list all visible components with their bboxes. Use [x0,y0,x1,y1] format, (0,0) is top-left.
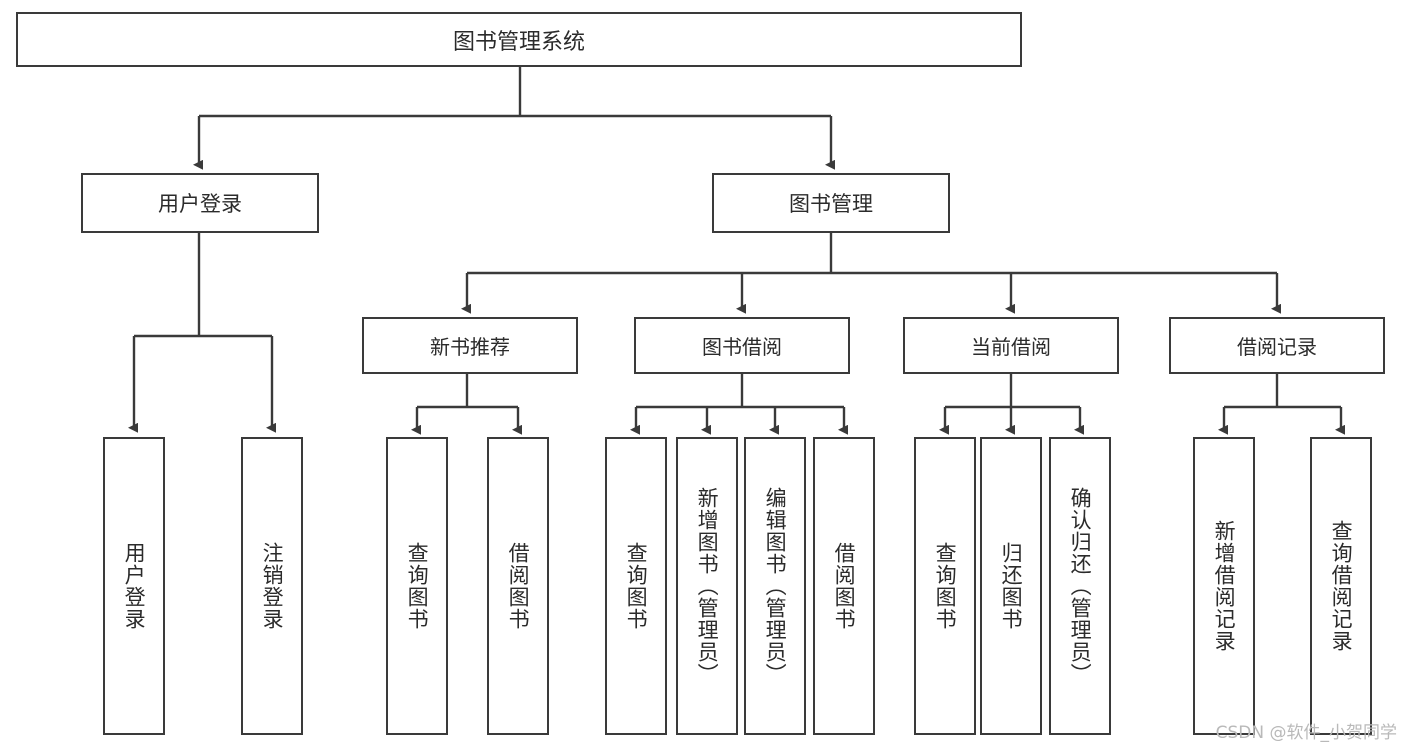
node-borrow-record[interactable]: 借阅记录 [1169,317,1385,374]
leaf-borrow-add-book-admin[interactable]: 新增图书（管理员） [676,437,738,735]
leaf-recommend-borrow-book[interactable]: 借阅图书 [487,437,549,735]
leaf-current-return-book[interactable]: 归还图书 [980,437,1042,735]
leaf-borrow-query-book[interactable]: 查询图书 [605,437,667,735]
leaf-borrow-borrow-book[interactable]: 借阅图书 [813,437,875,735]
leaf-record-add-record[interactable]: 新增借阅记录 [1193,437,1255,735]
leaf-label: 新增借阅记录 [1212,520,1237,652]
leaf-label: 新增图书（管理员） [695,487,720,685]
leaf-label: 查询图书 [624,542,649,630]
leaf-user-login-login[interactable]: 用户登录 [103,437,165,735]
node-root[interactable]: 图书管理系统 [16,12,1022,67]
leaf-user-login-logout[interactable]: 注销登录 [241,437,303,735]
leaf-label: 查询借阅记录 [1329,520,1354,652]
leaf-current-query-book[interactable]: 查询图书 [914,437,976,735]
leaf-current-confirm-return-admin[interactable]: 确认归还（管理员） [1049,437,1111,735]
node-current-borrow-label: 当前借阅 [971,335,1051,359]
leaf-label: 归还图书 [999,542,1024,630]
node-book-management[interactable]: 图书管理 [712,173,950,233]
node-user-login-label: 用户登录 [158,192,242,216]
leaf-borrow-edit-book-admin[interactable]: 编辑图书（管理员） [744,437,806,735]
leaf-recommend-query-book[interactable]: 查询图书 [386,437,448,735]
leaf-label: 查询图书 [933,542,958,630]
leaf-label: 确认归还（管理员） [1068,487,1093,685]
node-new-book-recommend[interactable]: 新书推荐 [362,317,578,374]
leaf-record-query-record[interactable]: 查询借阅记录 [1310,437,1372,735]
leaf-label: 编辑图书（管理员） [763,487,788,685]
leaf-label: 查询图书 [405,542,430,630]
node-book-borrow-label: 图书借阅 [702,335,782,359]
node-book-management-label: 图书管理 [789,192,873,216]
node-book-borrow[interactable]: 图书借阅 [634,317,850,374]
leaf-label: 借阅图书 [506,542,531,630]
node-user-login[interactable]: 用户登录 [81,173,319,233]
node-root-label: 图书管理系统 [452,29,585,55]
node-borrow-record-label: 借阅记录 [1237,335,1317,359]
leaf-label: 用户登录 [122,542,147,630]
csdn-watermark: CSDN @软件_小贺同学 [1215,723,1397,743]
node-new-book-recommend-label: 新书推荐 [430,335,510,359]
node-current-borrow[interactable]: 当前借阅 [903,317,1119,374]
leaf-label: 借阅图书 [832,542,857,630]
leaf-label: 注销登录 [260,542,285,630]
